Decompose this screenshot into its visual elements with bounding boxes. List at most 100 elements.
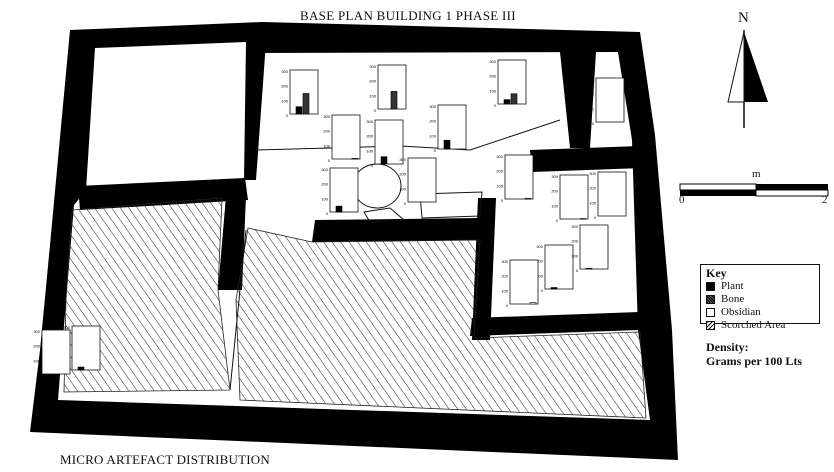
minichart-tick-label: 200: [496, 169, 503, 174]
obsidian-swatch-icon: [706, 307, 715, 317]
legend-item-bone: Bone: [706, 293, 744, 305]
scorched-swatch-icon: [706, 320, 715, 330]
minichart: 300 200 100 0: [366, 119, 404, 168]
minichart-tick-label: 100: [489, 88, 496, 93]
minichart-tick-label: 300: [589, 171, 596, 176]
minichart-tick-label: 300: [281, 69, 288, 74]
minichart-bar-obsidian: [524, 197, 532, 200]
plant-swatch-icon: [706, 281, 715, 291]
minichart-bar-plant: [380, 156, 388, 165]
minichart-tick-label: 0: [592, 121, 595, 126]
minichart-frame: [71, 325, 101, 371]
legend-item-scorched: Scorched Area: [706, 319, 785, 331]
minichart-tick-label: 100: [589, 200, 596, 205]
minichart-tick-label: 200: [399, 172, 406, 177]
feature-outline: [363, 207, 406, 223]
minichart: 300 200 100 0: [281, 69, 319, 118]
inner-wall-right-vertical: [472, 198, 496, 340]
inner-wall-upper-left: [244, 42, 266, 180]
minicharts: 300 200 100 0 300 200 100 0 300 200 100 0 300 200 100 0…: [33, 59, 627, 378]
legend-label: Plant: [721, 280, 744, 292]
minichart-tick-label: 300: [489, 59, 496, 64]
minichart: 300 200 100 0: [589, 171, 627, 220]
figure-caption: MICRO ARTEFACT DISTRIBUTION: [60, 452, 270, 467]
minichart-bar-bone: [510, 93, 518, 105]
north-label: N: [738, 10, 749, 26]
minichart-tick-label: 300: [366, 119, 373, 124]
bone-swatch-icon: [706, 294, 715, 304]
minichart-tick-label: 0: [371, 163, 374, 168]
minichart-tick-label: 100: [369, 93, 376, 98]
outer-walls: [30, 22, 678, 460]
minichart-tick-label: 200: [369, 79, 376, 84]
minichart: 300 200 100 0: [489, 59, 527, 108]
north-arrow-icon: [727, 30, 768, 128]
minichart-tick-label: 100: [281, 98, 288, 103]
legend-title: Key: [706, 266, 727, 280]
scale-bar: [679, 183, 829, 197]
minichart-tick-label: 300: [369, 64, 376, 69]
minichart-tick-label: 0: [434, 148, 437, 153]
minichart-tick-label: 200: [366, 134, 373, 139]
minichart-tick-label: 0: [506, 303, 509, 308]
minichart-tick-label: 0: [594, 215, 597, 220]
minichart-tick-label: 300: [323, 114, 330, 119]
minichart-bar-plant: [77, 366, 85, 371]
minichart-frame: [407, 157, 437, 203]
minichart-tick-label: 300: [399, 157, 406, 162]
minichart-frame: [331, 114, 361, 160]
minichart-tick-label: 300: [571, 224, 578, 229]
minichart-tick-label: 0: [494, 103, 497, 108]
minichart-frame: [559, 174, 589, 220]
minichart-tick-label: 0: [38, 373, 41, 378]
minichart-frame: [504, 154, 534, 200]
minichart-tick-label: 100: [321, 196, 328, 201]
minichart-tick-label: 300: [536, 244, 543, 249]
minichart-bar-obsidian: [351, 157, 359, 160]
minichart-tick-label: 300: [63, 325, 70, 330]
minichart-tick-label: 0: [328, 158, 331, 163]
legend-label: Obsidian: [721, 306, 761, 318]
minichart-tick-label: 100: [536, 273, 543, 278]
inner-wall-left-vertical: [218, 196, 246, 290]
minichart-tick-label: 200: [281, 84, 288, 89]
minichart-tick-label: 0: [404, 201, 407, 206]
minichart-tick-label: 100: [429, 133, 436, 138]
minichart-tick-label: 200: [489, 74, 496, 79]
minichart-tick-label: 200: [323, 129, 330, 134]
minichart-frame: [544, 244, 574, 290]
minichart-tick-label: 200: [551, 189, 558, 194]
minichart-bar-plant: [550, 287, 558, 290]
inner-wall-right-top: [560, 52, 596, 148]
density-units: Grams per 100 Lts: [706, 354, 803, 368]
minichart-tick-label: 0: [541, 288, 544, 293]
minichart-tick-label: 100: [501, 288, 508, 293]
minichart-tick-label: 300: [33, 329, 40, 334]
minichart-frame: [595, 77, 625, 123]
minichart-tick-label: 100: [33, 358, 40, 363]
minichart: 300 200 100 0: [33, 329, 71, 378]
legend-box: [700, 264, 820, 324]
minichart-bar-plant: [295, 106, 303, 115]
minichart-tick-label: 100: [323, 143, 330, 148]
minichart: 300 200 100 0: [323, 114, 361, 163]
minichart-tick-label: 100: [551, 203, 558, 208]
minichart-bar-plant: [585, 267, 593, 270]
minichart-frame: [509, 259, 539, 305]
minichart-frame: [41, 329, 71, 375]
minichart-tick-label: 200: [33, 344, 40, 349]
minichart-tick-label: 300: [501, 259, 508, 264]
minichart-tick-label: 200: [589, 186, 596, 191]
minichart-tick-label: 0: [501, 198, 504, 203]
minichart-tick-label: 0: [286, 113, 289, 118]
floor-boundary-line-2: [229, 229, 247, 391]
scorched-area-main: [235, 227, 647, 419]
minichart-tick-label: 100: [366, 148, 373, 153]
